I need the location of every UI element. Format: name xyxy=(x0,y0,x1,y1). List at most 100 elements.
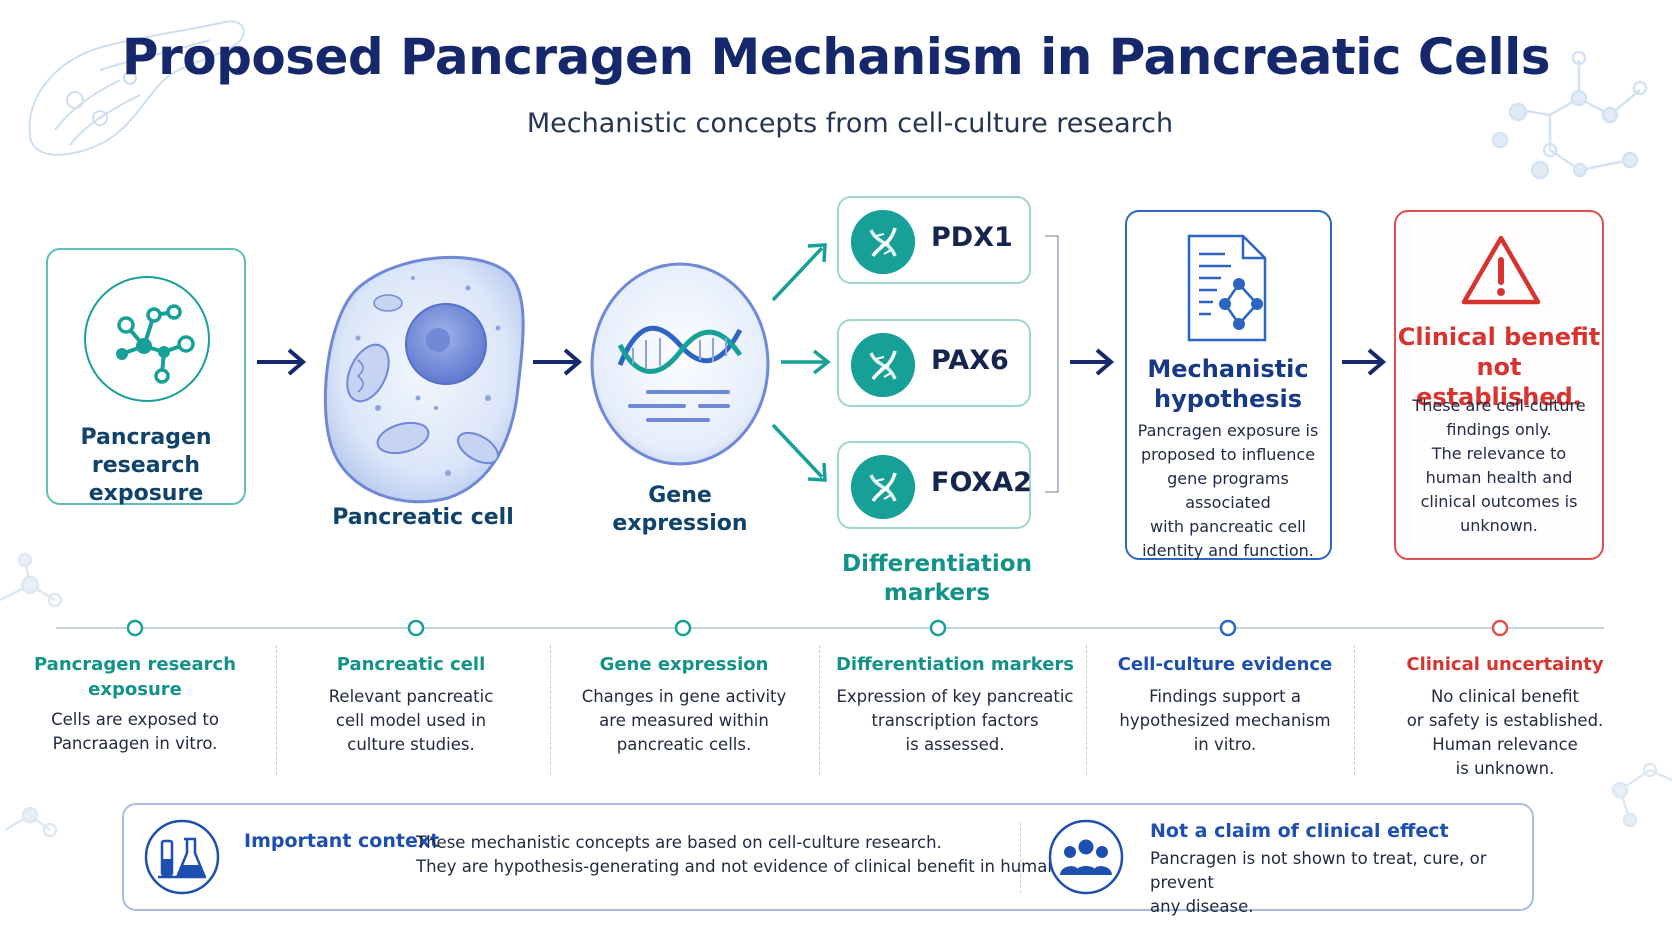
markers-caption-line1: Differentiation xyxy=(842,551,1032,577)
arrow-gene-to-pax6-icon xyxy=(781,349,831,375)
clinical-card: Clinical benefit not established. These … xyxy=(1394,210,1604,560)
timeline-body: Human relevance xyxy=(1432,735,1578,754)
timeline-item-gene: Gene expression Changes in gene activity… xyxy=(566,652,802,757)
timeline-item-evidence: Cell-culture evidence Findings support a… xyxy=(1100,652,1350,757)
timeline-body: in vitro. xyxy=(1193,735,1257,754)
timeline-body: Findings support a xyxy=(1149,687,1301,706)
timeline-item-cell: Pancreatic cell Relevant pancreatic cell… xyxy=(296,652,526,757)
timeline-body: or safety is established. xyxy=(1406,711,1604,730)
clinical-body-line: unknown. xyxy=(1460,516,1538,535)
arrow-markers-to-hypothesis-icon xyxy=(1070,348,1115,376)
timeline-node xyxy=(929,619,947,637)
arrow-exposure-to-cell-icon xyxy=(257,348,307,376)
timeline-heading: Gene expression xyxy=(599,654,769,675)
clinical-body-line: human health and xyxy=(1425,468,1573,487)
cell-label: Pancreatic cell xyxy=(332,505,514,530)
claim-body: Pancragen is not shown to treat, cure, o… xyxy=(1150,847,1532,919)
marker-label-foxa2: FOXA2 xyxy=(931,467,1032,498)
timeline-body: are measured within xyxy=(599,711,769,730)
timeline-body: culture studies. xyxy=(347,735,475,754)
dna-marker-icon xyxy=(851,455,915,519)
timeline-item-markers: Differentiation markers Expression of ke… xyxy=(830,652,1080,757)
context-heading: Important context xyxy=(244,830,440,852)
molecule-decoration-left-icon xyxy=(0,552,63,838)
timeline-node xyxy=(1219,619,1237,637)
context-panel: Important context These mechanistic conc… xyxy=(122,803,1534,916)
exposure-label-line2: research exposure xyxy=(88,453,204,506)
arrow-cell-to-gene-icon xyxy=(533,348,583,376)
timeline-body: No clinical benefit xyxy=(1430,687,1580,706)
timeline-body: is assessed. xyxy=(905,735,1005,754)
clinical-body-line: These are cell-culture xyxy=(1412,396,1586,415)
dna-marker-icon xyxy=(851,333,915,397)
exposure-label-line1: Pancragen xyxy=(80,425,212,450)
page-title: Proposed Pancragen Mechanism in Pancreat… xyxy=(121,28,1551,86)
claim-line: Pancragen is not shown to treat, cure, o… xyxy=(1150,849,1487,892)
markers-bracket xyxy=(1045,235,1059,493)
timeline-body: is unknown. xyxy=(1455,759,1555,778)
timeline-item-uncertainty: Clinical uncertainty No clinical benefit… xyxy=(1370,652,1640,781)
timeline-body: Cells are exposed to xyxy=(51,710,219,729)
timeline-divider xyxy=(550,645,551,775)
timeline-heading: Differentiation markers xyxy=(835,654,1074,675)
timeline-node xyxy=(1491,619,1509,637)
clinical-title-line2: not established. xyxy=(1416,353,1582,411)
marker-card-foxa2: FOXA2 xyxy=(837,441,1032,529)
dna-marker-icon xyxy=(851,210,915,274)
timeline-body: Changes in gene activity xyxy=(581,687,787,706)
marker-card-pax6: PAX6 xyxy=(837,319,1031,407)
document-network-icon xyxy=(1187,234,1267,342)
hypothesis-title-line1: Mechanistic xyxy=(1147,355,1309,383)
panel-divider xyxy=(1020,823,1021,893)
timeline-heading: Clinical uncertainty xyxy=(1406,654,1604,675)
marker-label-pax6: PAX6 xyxy=(931,345,1009,376)
timeline-node xyxy=(126,619,144,637)
clinical-body-line: clinical outcomes is xyxy=(1420,492,1578,511)
arrow-gene-to-foxa2-icon xyxy=(771,423,827,482)
marker-label-pdx1: PDX1 xyxy=(931,222,1013,253)
hypothesis-body-line: proposed to influence xyxy=(1140,445,1316,464)
gene-label-line1: Gene xyxy=(648,483,712,508)
timeline-body: Relevant pancreatic xyxy=(328,687,494,706)
timeline-divider xyxy=(1086,645,1087,775)
timeline-divider xyxy=(819,645,820,775)
exposure-step-card: Pancragen research exposure xyxy=(46,248,246,506)
hypothesis-title-line2: hypothesis xyxy=(1153,385,1303,413)
timeline-divider xyxy=(1354,645,1355,775)
clinical-title-line1: Clinical benefit xyxy=(1397,323,1601,351)
clinical-body-line: The relevance to xyxy=(1431,444,1567,463)
timeline-heading: Pancragen research xyxy=(33,654,237,675)
markers-caption-line2: markers xyxy=(883,580,991,606)
context-body: These mechanistic concepts are based on … xyxy=(416,831,1072,879)
arrow-hypothesis-to-clinical-icon xyxy=(1342,348,1387,376)
timeline-heading: Cell-culture evidence xyxy=(1117,654,1333,675)
arrow-gene-to-pdx1-icon xyxy=(771,243,827,302)
timeline-item-exposure: Pancragen research exposure Cells are ex… xyxy=(22,652,248,756)
claim-heading: Not a claim of clinical effect xyxy=(1150,820,1449,842)
context-line: These mechanistic concepts are based on … xyxy=(416,833,942,852)
timeline-body: hypothesized mechanism xyxy=(1119,711,1331,730)
molecule-decoration-icon xyxy=(1491,50,1648,180)
lab-flask-icon xyxy=(144,819,220,895)
timeline-body: transcription factors xyxy=(871,711,1039,730)
timeline-body: pancreatic cells. xyxy=(616,735,752,754)
marker-card-pdx1: PDX1 xyxy=(837,196,1031,284)
hypothesis-body: Pancragen exposure is proposed to influe… xyxy=(1127,419,1329,563)
people-group-icon xyxy=(1048,819,1124,895)
warning-icon xyxy=(1461,235,1541,305)
gene-label-line2: expression xyxy=(612,511,748,536)
hypothesis-card: Mechanistic hypothesis Pancragen exposur… xyxy=(1125,210,1332,560)
hypothesis-body-line: Pancragen exposure is xyxy=(1137,421,1319,440)
hypothesis-body-line: gene programs associated xyxy=(1167,469,1289,512)
timeline-node xyxy=(407,619,425,637)
hypothesis-body-line: with pancreatic cell xyxy=(1150,517,1306,536)
timeline-heading: exposure xyxy=(88,679,182,700)
molecule-decoration-right-icon xyxy=(1611,762,1672,828)
pancreas-outline-icon xyxy=(28,20,245,156)
molecule-icon xyxy=(84,276,210,402)
hypothesis-body-line: identity and function. xyxy=(1142,541,1314,560)
timeline-node xyxy=(674,619,692,637)
